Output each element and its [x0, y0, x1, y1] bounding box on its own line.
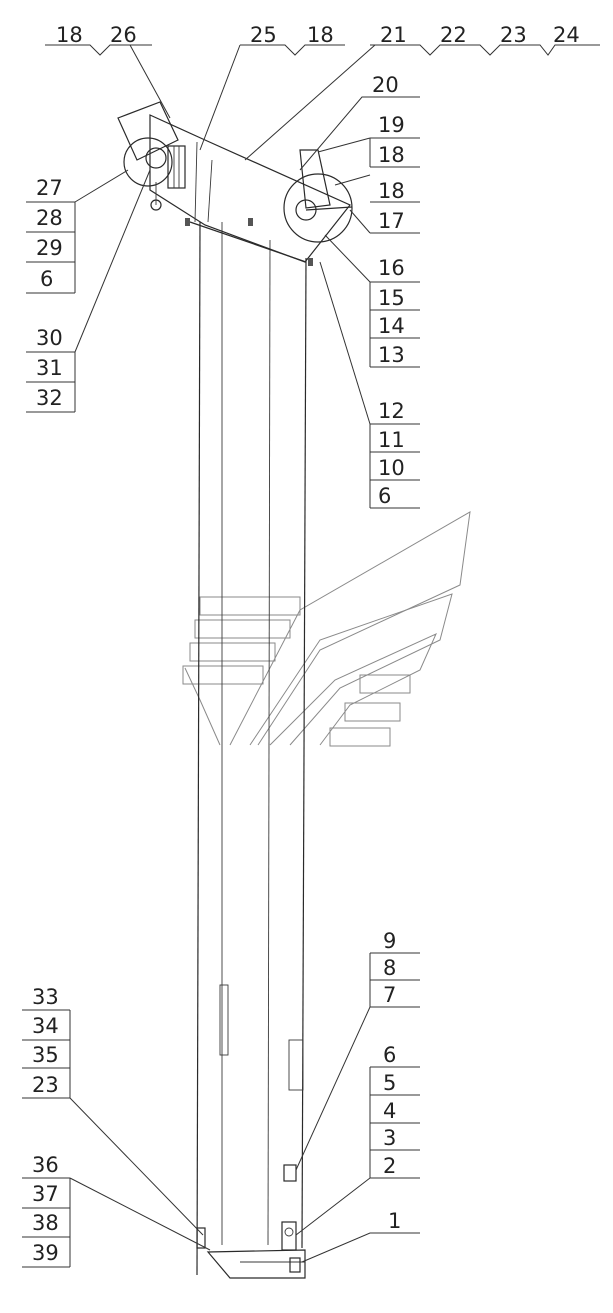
callout-label: 26	[110, 23, 137, 47]
callout-group-top: 18 26 25 18 21 22 23 24	[45, 23, 600, 161]
callout-label: 24	[553, 23, 580, 47]
callout-label: 12	[378, 399, 405, 423]
callout-label: 6	[383, 1043, 396, 1067]
callout-group-right-a: 19 18 18 17	[317, 113, 420, 234]
callout-label: 18	[378, 179, 405, 203]
callout-label: 1	[388, 1209, 401, 1233]
callout-label: 5	[383, 1071, 396, 1095]
callout-label: 18	[56, 23, 83, 47]
callout-label: 38	[32, 1211, 59, 1235]
callout-label: 3	[383, 1126, 396, 1150]
callout-label: 16	[378, 256, 405, 280]
callout-label: 13	[378, 343, 405, 367]
callout-label: 14	[378, 314, 405, 338]
callout-label: 19	[378, 113, 405, 137]
callout-label: 17	[378, 209, 405, 233]
mast	[189, 221, 307, 1276]
callout-label: 21	[380, 23, 407, 47]
callout-label: 7	[383, 983, 396, 1007]
callout-label: 22	[440, 23, 467, 47]
callout-label: 6	[40, 267, 53, 291]
callout-label: 6	[378, 484, 391, 508]
callout-label: 39	[32, 1241, 59, 1265]
callout-label: 18	[378, 143, 405, 167]
callout-group-right-c: 12 11 10 6	[319, 261, 420, 509]
callout-label: 18	[307, 23, 334, 47]
callout-label: 25	[250, 23, 277, 47]
base-assembly	[196, 1164, 306, 1279]
callout-label: 15	[378, 286, 405, 310]
callout-group-20: 20	[299, 73, 420, 171]
callout-label: 32	[36, 386, 63, 410]
callout-group-right-b: 16 15 14 13	[324, 234, 420, 368]
callout-label: 9	[383, 929, 396, 953]
callout-label: 4	[383, 1099, 396, 1123]
callout-group-left-c: 33 34 35 23	[22, 985, 204, 1236]
callout-group-1: 1	[301, 1209, 420, 1263]
watermark-logo	[182, 511, 471, 747]
callout-label: 27	[36, 176, 63, 200]
callout-label: 33	[32, 985, 59, 1009]
callout-label: 23	[500, 23, 527, 47]
callout-label: 36	[32, 1153, 59, 1177]
callout-label: 23	[32, 1073, 59, 1097]
callout-label: 28	[36, 206, 63, 230]
callout-label: 2	[383, 1154, 396, 1178]
callout-label: 37	[32, 1182, 59, 1206]
head-assembly	[117, 101, 353, 266]
callout-label: 34	[32, 1014, 59, 1038]
callout-label: 20	[372, 73, 399, 97]
callout-group-right-d: 9 8 7	[295, 929, 420, 1171]
callout-group-left-a: 27 28 29 6	[26, 169, 129, 294]
callout-group-right-e: 6 5 4 3 2	[295, 1043, 420, 1236]
callout-label: 8	[383, 956, 396, 980]
callout-label: 10	[378, 456, 405, 480]
callout-label: 29	[36, 236, 63, 260]
callout-group-left-b: 30 31 32	[26, 169, 151, 413]
callout-label: 35	[32, 1043, 59, 1067]
callout-label: 11	[378, 428, 405, 452]
callout-label: 30	[36, 326, 63, 350]
callout-group-left-d: 36 37 38 39	[22, 1153, 211, 1268]
callout-label: 31	[36, 356, 63, 380]
